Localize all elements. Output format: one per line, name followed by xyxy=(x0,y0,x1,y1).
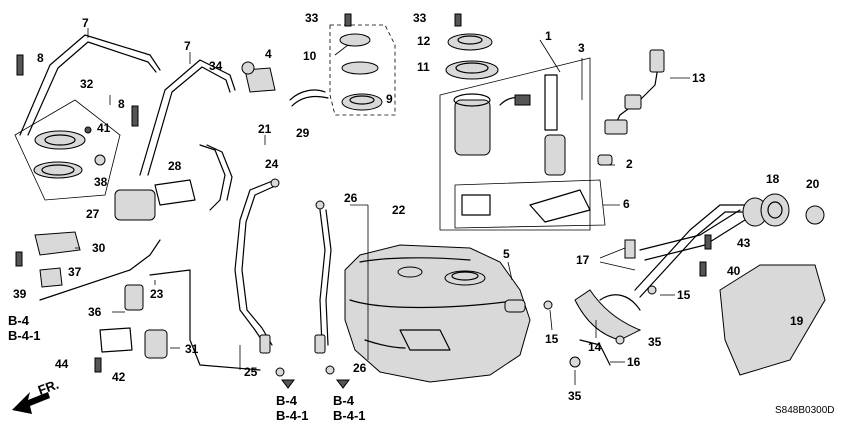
callout-22: 22 xyxy=(392,203,406,217)
callout-26b: 26 xyxy=(353,361,367,375)
callout-5: 5 xyxy=(503,247,510,261)
callout-35a: 35 xyxy=(648,335,662,349)
callout-19: 19 xyxy=(790,314,804,328)
callout-31: 31 xyxy=(185,342,199,356)
callout-17: 17 xyxy=(576,253,590,267)
tank-straps xyxy=(19,34,236,176)
ref-left-line2: B-4-1 xyxy=(8,328,41,343)
callout-26a: 26 xyxy=(344,191,358,205)
callout-34: 34 xyxy=(209,59,223,73)
left-side-parts xyxy=(14,54,196,373)
drawing-code: S848B0300D xyxy=(775,405,835,416)
callout-37: 37 xyxy=(68,265,82,279)
front-arrow: FR. xyxy=(12,377,61,414)
callout-11: 11 xyxy=(417,60,430,74)
ref-left-line1: B-4 xyxy=(8,313,30,328)
leader-lines xyxy=(75,28,690,385)
callout-29: 29 xyxy=(296,126,310,140)
callout-27: 27 xyxy=(86,207,100,221)
callout-numbers: 1 2 3 4 5 6 7 7 8 8 9 10 11 12 13 14 15 … xyxy=(13,11,820,403)
section-references: B-4 B-4-1 B-4 B-4-1 B-4 B-4-1 xyxy=(8,313,366,423)
callout-33a: 33 xyxy=(305,11,319,25)
callout-18: 18 xyxy=(766,172,780,186)
callout-39: 39 xyxy=(13,287,27,301)
ref-right-line1: B-4 xyxy=(333,393,355,408)
ref-mid-line2: B-4-1 xyxy=(276,408,309,423)
callout-43: 43 xyxy=(737,236,751,250)
callout-23: 23 xyxy=(150,287,164,301)
callout-32: 32 xyxy=(80,77,94,91)
callout-41: 41 xyxy=(97,121,111,135)
front-arrow-label: FR. xyxy=(36,377,61,398)
callout-7b: 7 xyxy=(184,39,191,53)
callout-20: 20 xyxy=(806,177,820,191)
harness-parts xyxy=(241,49,665,135)
callout-24: 24 xyxy=(265,157,279,171)
callout-8b: 8 xyxy=(118,97,125,111)
sending-unit-parts xyxy=(329,13,499,116)
callout-33b: 33 xyxy=(413,11,427,25)
callout-35b: 35 xyxy=(568,389,582,403)
callout-40: 40 xyxy=(727,264,741,278)
callout-44: 44 xyxy=(55,357,69,371)
callout-21: 21 xyxy=(258,122,272,136)
callout-12: 12 xyxy=(417,34,431,48)
callout-4: 4 xyxy=(265,47,272,61)
callout-42: 42 xyxy=(112,370,126,384)
callout-15a: 15 xyxy=(677,288,691,302)
callout-30: 30 xyxy=(92,241,106,255)
callout-10: 10 xyxy=(303,49,317,63)
callout-1: 1 xyxy=(545,29,552,43)
callout-13: 13 xyxy=(692,71,706,85)
front-arrow-icon xyxy=(12,392,50,414)
callout-25: 25 xyxy=(244,365,258,379)
callout-38: 38 xyxy=(94,175,108,189)
filler-neck-parts xyxy=(543,193,826,376)
callout-2: 2 xyxy=(626,157,633,171)
callout-7a: 7 xyxy=(82,16,89,30)
ref-right-line2: B-4-1 xyxy=(333,408,366,423)
callout-8a: 8 xyxy=(37,51,44,65)
callout-16: 16 xyxy=(627,355,641,369)
callout-15b: 15 xyxy=(545,332,559,346)
callout-9: 9 xyxy=(386,92,393,106)
callout-36: 36 xyxy=(88,305,102,319)
callout-14: 14 xyxy=(588,340,602,354)
fuel-tank xyxy=(344,244,531,383)
callout-3: 3 xyxy=(578,41,585,55)
fuel-lines xyxy=(149,89,335,377)
ref-mid-line1: B-4 xyxy=(276,393,298,408)
fuel-pump-assembly xyxy=(439,57,613,231)
callout-28: 28 xyxy=(168,159,182,173)
callout-6: 6 xyxy=(623,197,630,211)
